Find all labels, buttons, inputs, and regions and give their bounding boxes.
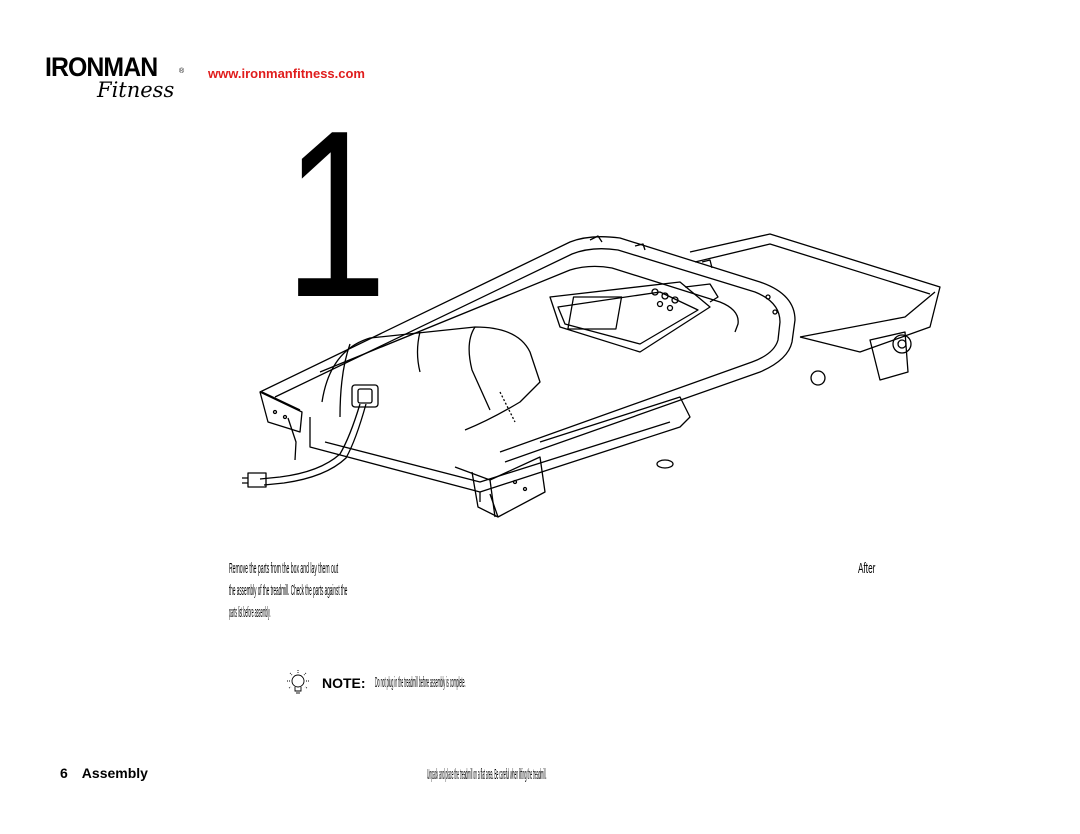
website-link[interactable]: www.ironmanfitness.com: [208, 66, 365, 81]
logo-registered-mark: ®: [179, 68, 185, 75]
section-title: Assembly: [81, 765, 148, 781]
body-line-2: After: [858, 560, 876, 577]
step-number: 1: [284, 82, 388, 347]
footer-page-label: 6 Assembly: [60, 765, 148, 781]
lightbulb-icon: [287, 670, 309, 694]
page-number: 6: [60, 765, 68, 781]
body-line-3: the assembly of the treadmill. Check the…: [229, 582, 348, 599]
footer-center-text: Unpack and place the treadmill on a flat…: [427, 766, 547, 783]
body-line-4: parts list before assembly.: [229, 604, 271, 621]
note-text: Do not plug in the treadmill before asse…: [375, 674, 466, 691]
ironman-fitness-logo: IRONMAN ® Fitness: [45, 44, 185, 106]
treadmill-illustration: [242, 233, 941, 518]
logo-wordmark: IRONMAN: [45, 52, 158, 82]
note-label: NOTE:: [322, 675, 366, 691]
body-line-1: Remove the parts from the box and lay th…: [229, 560, 339, 577]
logo-script: Fitness: [97, 78, 175, 102]
